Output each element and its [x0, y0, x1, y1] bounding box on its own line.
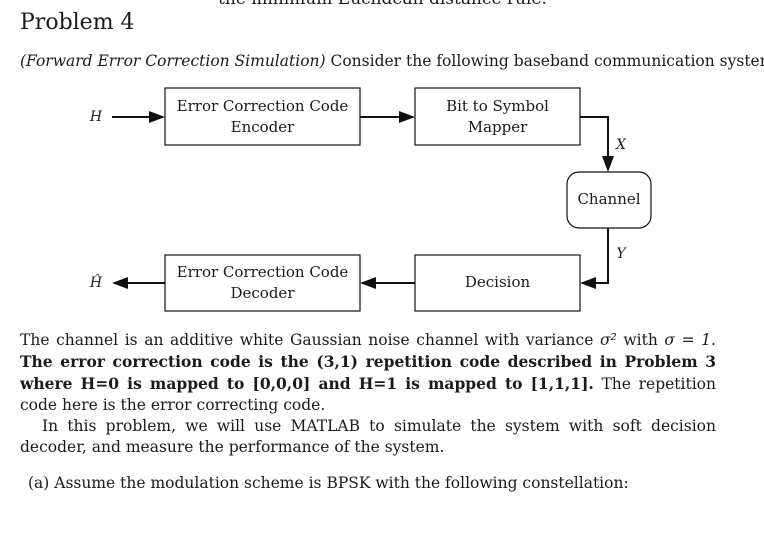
paragraph-2: In this problem, we will use MATLAB to s… — [20, 417, 716, 456]
encoder-line1: Error Correction Code — [176, 97, 349, 115]
problem-title: Problem 4 — [20, 10, 135, 35]
decision-label: Decision — [464, 273, 531, 291]
p1-sigma2: σ² — [599, 331, 617, 349]
output-label: Ĥ — [89, 275, 103, 291]
body-text: The channel is an additive white Gaussia… — [20, 330, 716, 458]
decoder-line1: Error Correction Code — [176, 263, 349, 281]
x-label: X — [616, 137, 626, 153]
encoder-line2: Encoder — [230, 118, 295, 136]
p1-c: . — [711, 331, 716, 349]
arrow-mapper-channel — [580, 116, 614, 172]
cutoff-previous-line: the minimum Euclidean distance rule. — [218, 0, 547, 9]
decoder-line2: Decoder — [230, 284, 295, 302]
mapper-line1: Bit to Symbol — [446, 97, 549, 115]
p1-bold: The error correction code is the (3,1) r… — [20, 352, 716, 393]
arrow-channel-decision — [580, 228, 609, 289]
part-a: (a) Assume the modulation scheme is BPSK… — [28, 474, 629, 492]
paragraph-1: The channel is an additive white Gaussia… — [20, 330, 716, 416]
intro-italic: (Forward Error Correction Simulation) — [20, 52, 326, 70]
channel-label: Channel — [577, 190, 641, 208]
input-label: H — [89, 109, 103, 125]
p1-d: The repetition code here is the error co… — [20, 375, 716, 414]
p1-sigma-eq: σ = 1 — [664, 331, 712, 349]
intro-text: (Forward Error Correction Simulation) Co… — [20, 52, 764, 70]
p1-a: The channel is an additive white Gaussia… — [20, 331, 600, 349]
p1-b: with — [616, 331, 665, 349]
y-label: Y — [616, 246, 626, 262]
mapper-line2: Mapper — [467, 118, 528, 136]
intro-rest: Consider the following baseband communic… — [325, 52, 764, 70]
